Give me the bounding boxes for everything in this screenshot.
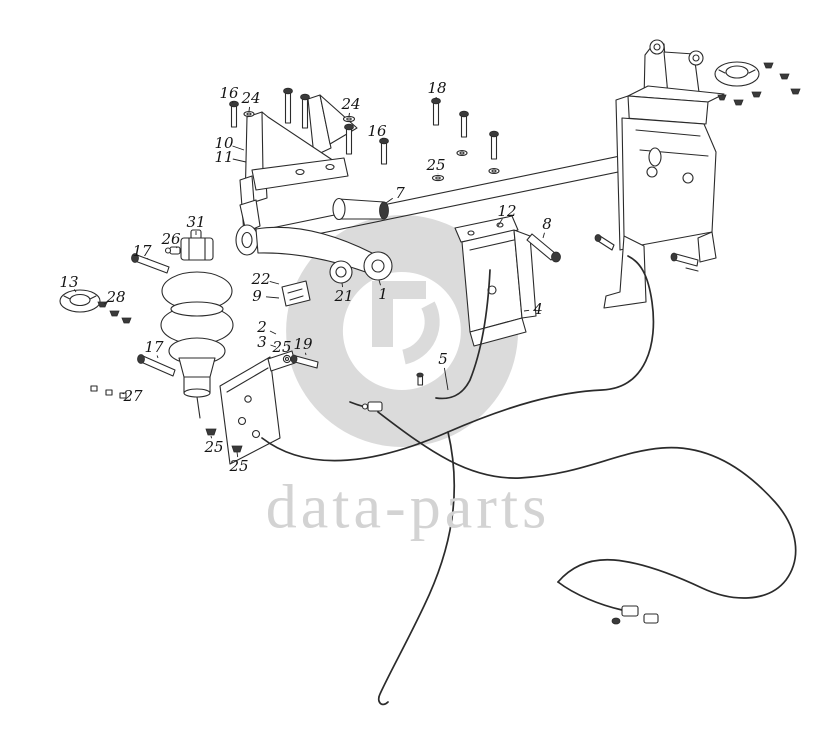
center-bracket xyxy=(454,215,561,347)
right-bracket-assembly xyxy=(594,39,725,309)
air-spring-assembly xyxy=(160,229,234,419)
leader-lines xyxy=(73,96,545,458)
left-hardware xyxy=(59,253,176,399)
air-lines xyxy=(261,255,797,706)
watermark-text: data-parts xyxy=(265,473,551,542)
top-hardware xyxy=(229,87,500,182)
lower-bracket xyxy=(205,350,319,465)
left-bracket-assembly xyxy=(239,94,358,235)
lever-arm xyxy=(235,197,393,307)
top-right-cap-and-nuts xyxy=(714,61,801,106)
